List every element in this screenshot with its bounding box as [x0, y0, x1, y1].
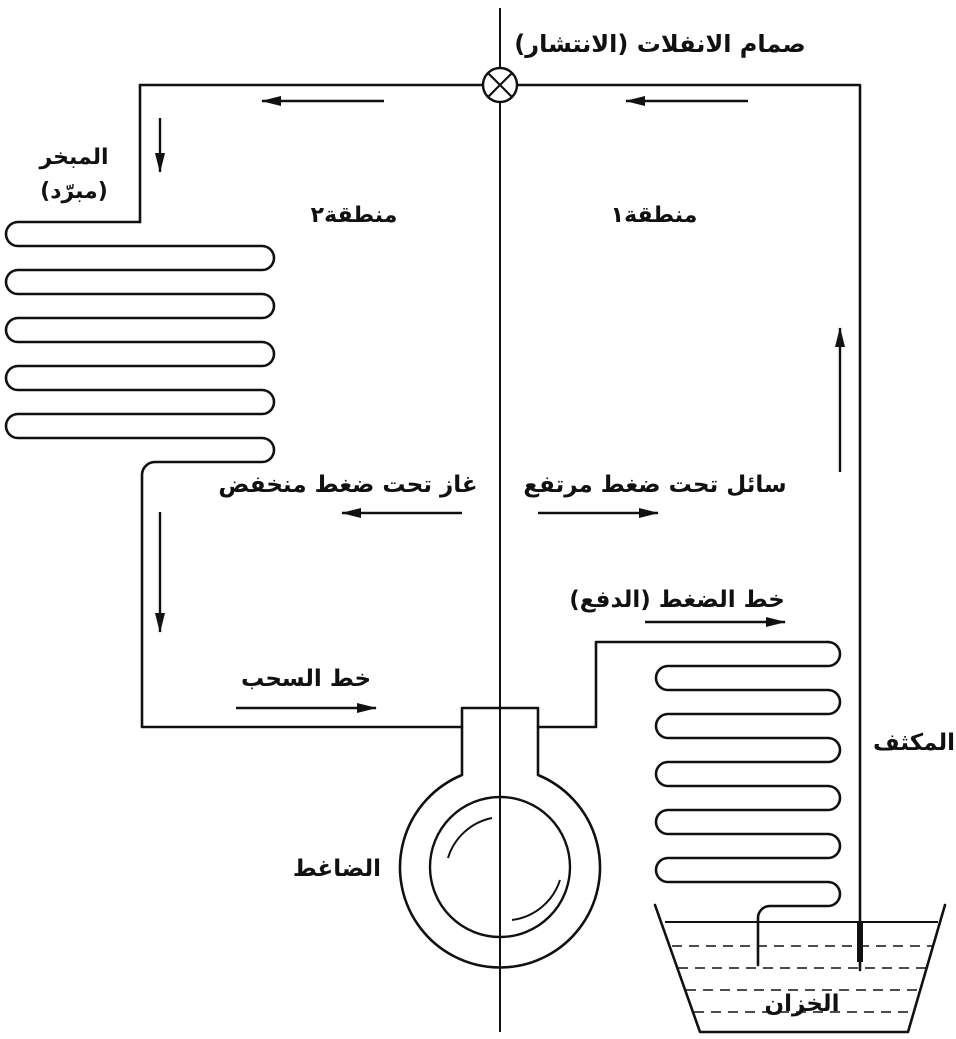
- zone2-label: منطقة٢: [311, 203, 398, 228]
- low-pressure-gas-label: غاز تحت ضغط منخفض: [218, 472, 477, 498]
- evaporator-sub-label: (مبرّد): [40, 179, 108, 204]
- zone1-label: منطقة١: [611, 203, 698, 228]
- discharge-line-pipe: [536, 640, 830, 729]
- expansion-valve-icon: [481, 66, 519, 104]
- condenser-coil: [654, 640, 842, 967]
- compressor-icon: [398, 706, 602, 969]
- compressor-label: الضاغط: [293, 856, 381, 882]
- expansion-valve-label: صمام الانفلات (الانتشار): [514, 30, 805, 58]
- condenser-label: المكثف: [873, 730, 955, 756]
- reservoir-tank: [653, 903, 947, 1034]
- high-pressure-liquid-label: سائل تحت ضغط مرتفع: [523, 472, 786, 498]
- suction-line-label: خط السحب: [241, 666, 371, 692]
- discharge-line-label: خط الضغط (الدفع): [569, 587, 785, 613]
- liquid-outlet-tube: [857, 922, 863, 962]
- reservoir-label: الخزان: [765, 991, 840, 1017]
- flow-arrows: [155, 96, 845, 713]
- evaporator-coil: [4, 220, 464, 729]
- top-pipe-line: [138, 83, 862, 972]
- evaporator-label: المبخر: [38, 145, 108, 170]
